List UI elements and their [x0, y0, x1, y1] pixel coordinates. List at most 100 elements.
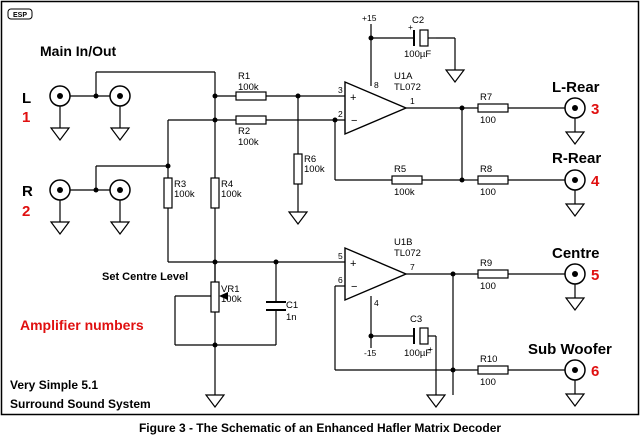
- u1b-ref: U1B: [394, 237, 412, 248]
- r5-ref: R5: [394, 164, 406, 175]
- jack-l-rear: [564, 97, 586, 119]
- r6-ref: R6: [304, 154, 316, 165]
- vr1-ref: VR1: [221, 284, 239, 295]
- pin-u1a-3: 3: [338, 85, 343, 95]
- opamp-u1a: + −: [344, 80, 408, 136]
- system-title-line-1: Very Simple 5.1: [10, 378, 98, 392]
- c2-plus: +: [408, 22, 413, 32]
- c1-ref: C1: [286, 300, 298, 311]
- frame-border: [0, 0, 640, 416]
- resistor-r5: [391, 175, 423, 185]
- pin-u1b-5: 5: [338, 251, 343, 261]
- r9-ref: R9: [480, 258, 492, 269]
- pin-u1a-1: 1: [410, 96, 415, 106]
- r4-ref: R4: [221, 179, 233, 190]
- resistor-r2: [235, 115, 267, 125]
- wires: [60, 24, 575, 395]
- esp-logo: ESP: [7, 8, 33, 20]
- svg-text:+: +: [350, 258, 356, 270]
- svg-text:+: +: [350, 92, 356, 104]
- main-io-label: Main In/Out: [40, 43, 117, 59]
- r1-value: 100k: [238, 82, 259, 93]
- output-l-rear-number: 3: [591, 101, 599, 118]
- resistor-r4: [210, 177, 220, 209]
- rail-positive: +15: [362, 13, 377, 23]
- output-sub-name: Sub Woofer: [528, 341, 612, 358]
- pin-u1b-4: 4: [374, 298, 379, 308]
- r6-value: 100k: [304, 164, 325, 175]
- system-title-line-2: Surround Sound System: [10, 397, 151, 411]
- r5-value: 100k: [394, 187, 415, 198]
- resistor-r7: [477, 103, 509, 113]
- capacitor-c2: +: [408, 22, 436, 47]
- capacitor-c3: +: [413, 327, 436, 354]
- r2-ref: R2: [238, 126, 250, 137]
- resistor-r9: [477, 269, 509, 279]
- u1a-ref: U1A: [394, 71, 413, 82]
- r10-ref: R10: [480, 354, 497, 365]
- output-r-rear-number: 4: [591, 173, 600, 190]
- input-l-number: 1: [22, 109, 30, 126]
- r2-value: 100k: [238, 137, 259, 148]
- svg-text:−: −: [351, 281, 357, 293]
- output-centre-name: Centre: [552, 245, 600, 262]
- r8-ref: R8: [480, 164, 492, 175]
- r3-ref: R3: [174, 179, 186, 190]
- output-r-rear-name: R-Rear: [552, 150, 601, 167]
- input-r-name: R: [22, 183, 33, 200]
- io-labels: Main In/Out L 1 R 2 L-Rear 3 R-Rear 4 Ce…: [10, 43, 612, 411]
- component-labels: R1 100k R2 100k R3 100k R4 100k R5 100k …: [174, 13, 497, 388]
- resistor-r3: [163, 177, 173, 209]
- input-r-number: 2: [22, 203, 30, 220]
- r10-value: 100: [480, 377, 496, 388]
- jack-ground-leads: [59, 106, 576, 394]
- jack-r-main: [49, 179, 71, 201]
- output-l-rear-name: L-Rear: [552, 79, 600, 96]
- r9-value: 100: [480, 281, 496, 292]
- ground-symbols: [49, 69, 586, 408]
- jack-centre: [564, 263, 586, 285]
- opamp-u1b: + −: [344, 246, 408, 302]
- jack-r-loop: [109, 179, 131, 201]
- pin-u1b-6: 6: [338, 275, 343, 285]
- c3-plus: +: [428, 344, 433, 354]
- rail-negative: -15: [364, 348, 377, 358]
- u1a-part: TL072: [394, 82, 421, 93]
- output-centre-number: 5: [591, 267, 599, 284]
- jack-l-main: [49, 85, 71, 107]
- r3-value: 100k: [174, 189, 195, 200]
- r1-ref: R1: [238, 71, 250, 82]
- potentiometer-vr1: [210, 262, 228, 313]
- jack-l-loop: [109, 85, 131, 107]
- resistor-r6: [293, 153, 303, 185]
- c2-value: 100µF: [404, 49, 431, 60]
- jack-r-rear: [564, 169, 586, 191]
- amplifier-numbers-label: Amplifier numbers: [20, 317, 144, 333]
- pin-u1b-7: 7: [410, 262, 415, 272]
- resistor-r1: [235, 91, 267, 101]
- capacitor-c1: [266, 301, 286, 311]
- input-l-name: L: [22, 90, 31, 107]
- r8-value: 100: [480, 187, 496, 198]
- u1b-part: TL072: [394, 248, 421, 259]
- pin-u1a-2: 2: [338, 109, 343, 119]
- c3-ref: C3: [410, 314, 422, 325]
- logo-text: ESP: [13, 12, 27, 19]
- figure-caption: Figure 3 - The Schematic of an Enhanced …: [139, 421, 501, 435]
- set-centre-level-label: Set Centre Level: [102, 271, 188, 283]
- vr1-value: 100k: [221, 294, 242, 305]
- pin-u1a-8: 8: [374, 80, 379, 90]
- r7-value: 100: [480, 115, 496, 126]
- svg-text:−: −: [351, 115, 357, 127]
- r7-ref: R7: [480, 92, 492, 103]
- output-sub-number: 6: [591, 363, 599, 380]
- c1-value: 1n: [286, 312, 297, 323]
- jack-sub: [564, 359, 586, 381]
- resistor-r10: [477, 365, 509, 375]
- c3-value: 100µF: [404, 348, 431, 359]
- r4-value: 100k: [221, 189, 242, 200]
- c2-ref: C2: [412, 15, 424, 26]
- resistor-r8: [477, 175, 509, 185]
